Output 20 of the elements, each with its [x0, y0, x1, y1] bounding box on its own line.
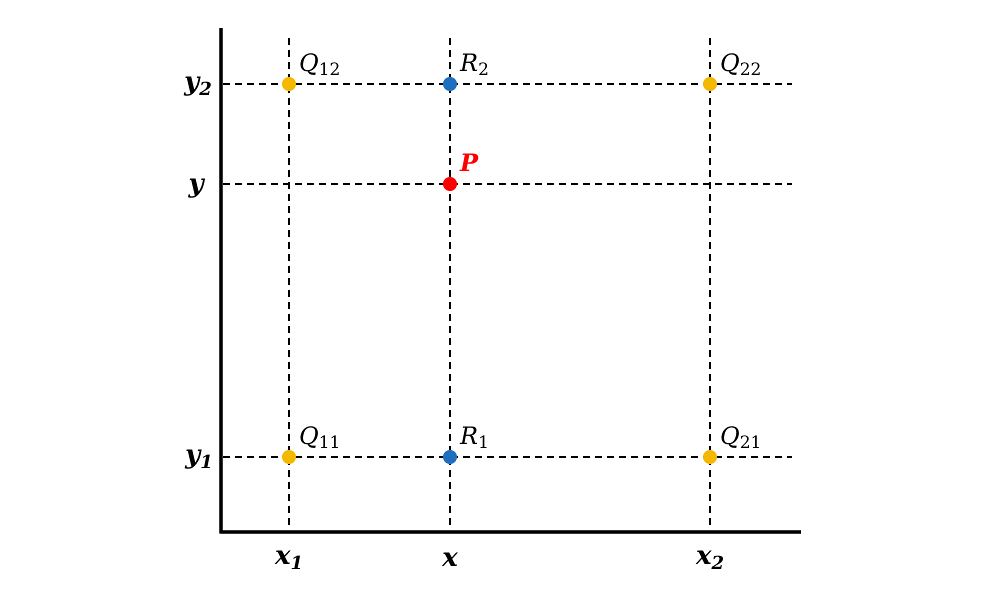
- x-tick-label: x: [442, 545, 458, 571]
- data-point: [703, 77, 717, 91]
- x-tick-label: x$_{1}$: [274, 543, 304, 573]
- y-tick-label: y$_{1}$: [185, 442, 213, 472]
- x-tick-label: x$_{2}$: [696, 543, 724, 573]
- data-point: [282, 450, 296, 464]
- point-label: P: [460, 151, 478, 175]
- point-label: R$_{1}$: [460, 424, 489, 452]
- point-label: Q$_{22}$: [720, 51, 762, 79]
- interpolated-point: [443, 177, 457, 191]
- data-point: [443, 77, 457, 91]
- point-label: R$_{2}$: [460, 51, 489, 79]
- point-label: Q$_{21}$: [720, 424, 762, 452]
- data-point: [282, 77, 296, 91]
- y-tick-label: y: [188, 171, 204, 197]
- y-tick-label: y$_{2}$: [184, 69, 212, 99]
- point-label: Q$_{12}$: [299, 51, 340, 79]
- point-label: Q$_{11}$: [299, 424, 340, 452]
- data-point: [443, 450, 457, 464]
- data-point: [703, 450, 717, 464]
